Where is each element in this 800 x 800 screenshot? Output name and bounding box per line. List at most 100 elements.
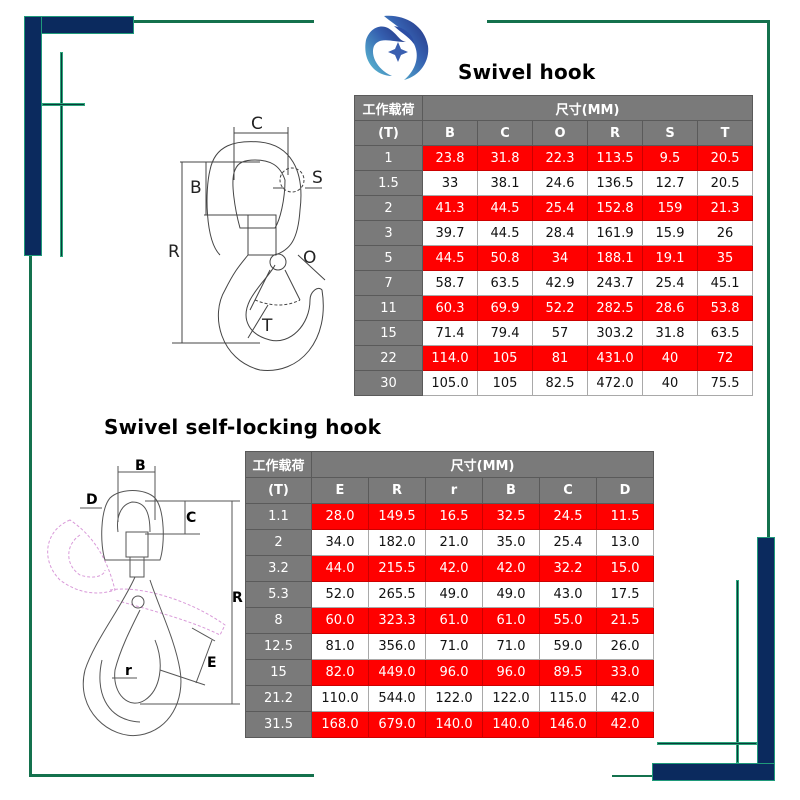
- value-cell: 32.2: [539, 555, 597, 582]
- col-header: C: [539, 477, 597, 504]
- dim-label-D: D: [86, 492, 98, 508]
- value-cell: 42.0: [482, 555, 540, 582]
- table-row: 31.5 168.0 679.0 140.0 140.0 146.0 42.0: [245, 711, 655, 738]
- col-header: R: [587, 120, 643, 146]
- dim-label-S: S: [312, 168, 323, 188]
- value-cell: 63.5: [696, 320, 754, 346]
- value-cell: 215.5: [368, 555, 426, 582]
- value-cell: 44.5: [422, 245, 478, 271]
- value-cell: 544.0: [368, 685, 426, 712]
- col-header: B: [422, 120, 478, 146]
- value-cell: 79.4: [477, 320, 533, 346]
- col-header: r: [425, 477, 483, 504]
- col-header: O: [532, 120, 588, 146]
- table-row: 3.2 44.0 215.5 42.0 42.0 32.2 15.0: [245, 555, 655, 582]
- table-row: 21.2 110.0 544.0 122.0 122.0 115.0 42.0: [245, 685, 655, 712]
- value-cell: 33: [422, 170, 478, 196]
- value-cell: 61.0: [482, 607, 540, 634]
- value-cell: 81: [532, 345, 588, 371]
- section2-title: Swivel self-locking hook: [104, 415, 382, 439]
- frame-corner-bottom-right-v: [757, 537, 775, 781]
- value-cell: 20.5: [696, 170, 754, 196]
- header-dims: 尺寸(MM): [310, 451, 655, 478]
- value-cell: 21.0: [425, 529, 483, 556]
- value-cell: 32.5: [482, 503, 540, 530]
- load-cell: 31.5: [245, 711, 312, 738]
- value-cell: 152.8: [587, 195, 643, 221]
- swivel-hook-diagram: C B S R O T: [150, 100, 350, 380]
- table-header-row: 工作载荷 尺寸(MM): [245, 451, 655, 478]
- frame-left-line: [29, 256, 32, 776]
- col-header: B: [482, 477, 540, 504]
- header-unit: (T): [245, 477, 312, 504]
- table-row: 15 82.0 449.0 96.0 96.0 89.5 33.0: [245, 659, 655, 686]
- value-cell: 159: [642, 195, 698, 221]
- col-header: S: [642, 120, 698, 146]
- table-row: 22 114.0 105 81 431.0 40 72: [354, 345, 754, 371]
- value-cell: 168.0: [311, 711, 369, 738]
- value-cell: 113.5: [587, 145, 643, 171]
- dim-label-R: R: [232, 590, 243, 606]
- value-cell: 44.0: [311, 555, 369, 582]
- value-cell: 15.0: [595, 555, 655, 582]
- col-header: T: [696, 120, 754, 146]
- value-cell: 72: [696, 345, 754, 371]
- table-row: 15 71.4 79.4 57 303.2 31.8 63.5: [354, 320, 754, 346]
- value-cell: 31.8: [642, 320, 698, 346]
- value-cell: 82.0: [311, 659, 369, 686]
- value-cell: 60.0: [311, 607, 369, 634]
- value-cell: 71.0: [482, 633, 540, 660]
- value-cell: 265.5: [368, 581, 426, 608]
- logo: [358, 6, 438, 86]
- value-cell: 122.0: [425, 685, 483, 712]
- load-cell: 5.3: [245, 581, 312, 608]
- value-cell: 71.0: [425, 633, 483, 660]
- value-cell: 58.7: [422, 270, 478, 296]
- frame-inner-hline-left: [42, 103, 85, 106]
- frame-inner-vline-left: [60, 52, 63, 257]
- value-cell: 71.4: [422, 320, 478, 346]
- value-cell: 140.0: [482, 711, 540, 738]
- value-cell: 26.0: [595, 633, 655, 660]
- frame-right-line: [767, 20, 770, 540]
- header-load: 工作载荷: [354, 95, 423, 121]
- value-cell: 19.1: [642, 245, 698, 271]
- value-cell: 182.0: [368, 529, 426, 556]
- table-row: 1.1 28.0 149.5 16.5 32.5 24.5 11.5: [245, 503, 655, 530]
- value-cell: 31.8: [477, 145, 533, 171]
- value-cell: 42.0: [595, 711, 655, 738]
- value-cell: 82.5: [532, 370, 588, 396]
- value-cell: 42.0: [425, 555, 483, 582]
- dim-label-R: R: [168, 242, 180, 262]
- dim-label-T: T: [262, 316, 273, 336]
- value-cell: 53.8: [696, 295, 754, 321]
- header-dims: 尺寸(MM): [421, 95, 754, 121]
- col-header: D: [595, 477, 655, 504]
- load-cell: 8: [245, 607, 312, 634]
- self-locking-hook-spec-table: 工作载荷 尺寸(MM) (T) E R r B C D 1.1 28.0 149…: [245, 451, 655, 738]
- load-cell: 5: [354, 245, 423, 271]
- value-cell: 96.0: [425, 659, 483, 686]
- load-cell: 11: [354, 295, 423, 321]
- frame-inner-hline-right: [657, 742, 757, 745]
- value-cell: 63.5: [477, 270, 533, 296]
- value-cell: 34: [532, 245, 588, 271]
- value-cell: 33.0: [595, 659, 655, 686]
- value-cell: 16.5: [425, 503, 483, 530]
- value-cell: 356.0: [368, 633, 426, 660]
- load-cell: 30: [354, 370, 423, 396]
- frame-inner-vline-right: [736, 580, 739, 763]
- table-subheader-row: (T) B C O R S T: [354, 120, 754, 146]
- value-cell: 21.3: [696, 195, 754, 221]
- value-cell: 146.0: [539, 711, 597, 738]
- table-row: 2 34.0 182.0 21.0 35.0 25.4 13.0: [245, 529, 655, 556]
- value-cell: 114.0: [422, 345, 478, 371]
- table-row: 8 60.0 323.3 61.0 61.0 55.0 21.5: [245, 607, 655, 634]
- dim-label-B: B: [135, 458, 146, 474]
- col-header: R: [368, 477, 426, 504]
- value-cell: 28.4: [532, 220, 588, 246]
- value-cell: 188.1: [587, 245, 643, 271]
- load-cell: 21.2: [245, 685, 312, 712]
- load-cell: 2: [354, 195, 423, 221]
- value-cell: 26: [696, 220, 754, 246]
